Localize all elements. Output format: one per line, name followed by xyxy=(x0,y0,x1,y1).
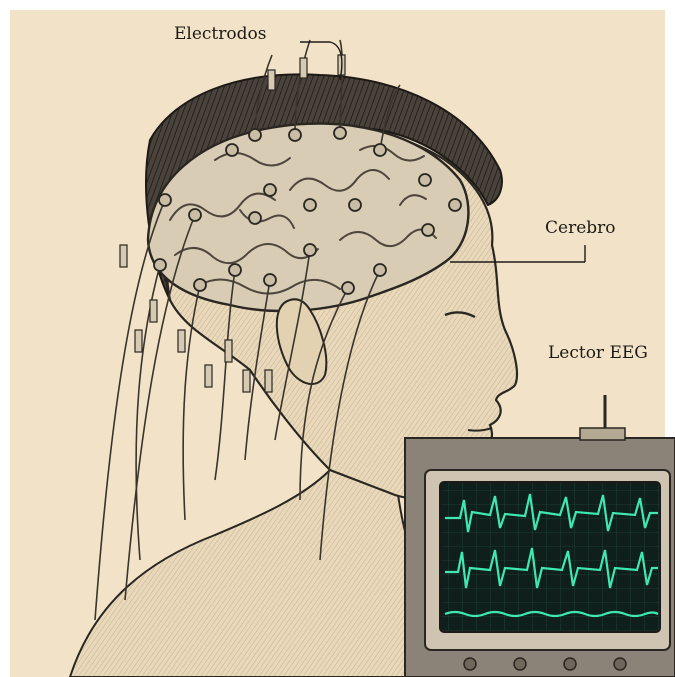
monitor-screen xyxy=(440,482,660,632)
electrode-icon xyxy=(264,274,276,286)
electrode-icon xyxy=(419,174,431,186)
electrode-icon xyxy=(229,264,241,276)
electrode-icon xyxy=(189,209,201,221)
eeg-monitor xyxy=(405,395,675,677)
electrode-icon xyxy=(249,212,261,224)
electrode-icon xyxy=(304,199,316,211)
electrode-icon xyxy=(374,264,386,276)
label-brain: Cerebro xyxy=(545,218,616,238)
electrode-icon xyxy=(159,194,171,206)
electrode-icon xyxy=(154,259,166,271)
electrode-icon xyxy=(342,282,354,294)
electrode-icon xyxy=(264,184,276,196)
label-electrodes: Electrodos xyxy=(174,24,266,44)
electrode-icon xyxy=(374,144,386,156)
electrode-icon xyxy=(449,199,461,211)
monitor-antenna-base xyxy=(580,428,625,440)
electrode-icon xyxy=(249,129,261,141)
electrode-icon xyxy=(194,279,206,291)
label-eeg-reader: Lector EEG xyxy=(548,343,648,363)
electrode-icon xyxy=(289,129,301,141)
electrode-icon xyxy=(304,244,316,256)
electrode-icon xyxy=(422,224,434,236)
electrode-icon xyxy=(349,199,361,211)
electrode-icon xyxy=(334,127,346,139)
electrode-icon xyxy=(226,144,238,156)
